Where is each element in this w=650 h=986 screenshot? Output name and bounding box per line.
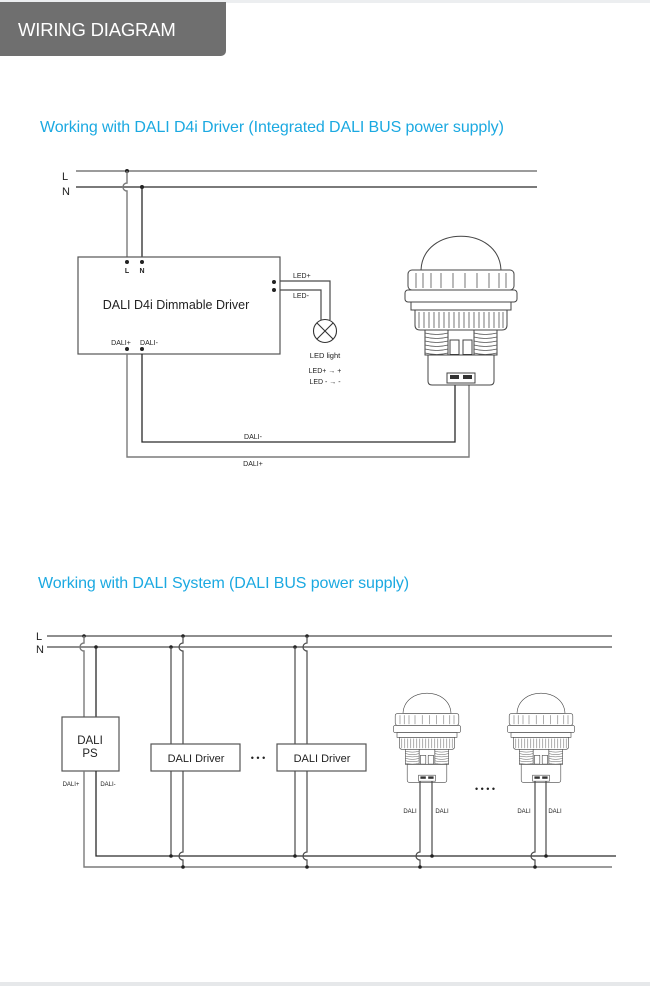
led-legend-minus: LED - → - (309, 379, 341, 386)
junction-dot (181, 865, 185, 869)
ps-l-wire (79, 636, 85, 717)
dali-driver-2-label: DALI Driver (294, 753, 351, 765)
driver-label: DALI D4i Dimmable Driver (103, 298, 250, 312)
driver-in-l-label: L (125, 268, 130, 275)
driver-l-wire (122, 171, 128, 257)
junction-dot (430, 854, 434, 858)
driver2-l-wire (302, 636, 308, 744)
led-minus-label: LED- (293, 293, 310, 300)
junction-dot (533, 865, 537, 869)
terminal-dot (140, 347, 144, 351)
mains-l-label: L (36, 631, 42, 643)
dali-driver-1-label: DALI Driver (168, 753, 225, 765)
ps-label-line1: DALI (77, 735, 103, 747)
terminal-dot (125, 347, 129, 351)
drivers-ellipsis: • • • (251, 753, 265, 763)
terminal-dot (272, 288, 276, 292)
driver-in-n-label: N (139, 268, 144, 275)
sensor2-wire-label-b: DALI (548, 809, 562, 815)
page-title: WIRING DIAGRAM (18, 19, 176, 40)
sensor-icon (507, 692, 575, 783)
terminal-dot (272, 280, 276, 284)
terminal-dot (125, 260, 129, 264)
dali-ps-box (61, 716, 120, 772)
junction-dot (169, 854, 173, 858)
diagram2-title: Working with DALI System (DALI BUS power… (38, 575, 410, 592)
junction-dot (544, 854, 548, 858)
dali-driver-1-box (150, 743, 241, 772)
dali-plus-wire (126, 354, 470, 458)
driver1-dali-wire-b (178, 771, 184, 867)
mains-l-label: L (62, 171, 68, 183)
d4i-driver-box (77, 256, 281, 355)
ps-label-line2: PS (82, 748, 98, 760)
sensor2-dali-wire-a (530, 781, 536, 867)
sensor1-wire-label-a: DALI (403, 809, 417, 815)
led-minus-wire (280, 289, 322, 320)
bus-dali-minus-line (95, 771, 616, 857)
led-legend-plus: LED+ → + (309, 368, 342, 375)
junction-dot (418, 865, 422, 869)
led-plus-label: LED+ (293, 273, 311, 280)
driver-dali-minus-label: DALI- (140, 340, 159, 347)
mains-n-label: N (36, 644, 44, 656)
bus-dali-plus-label: DALI+ (243, 461, 263, 468)
sensor-icon (404, 235, 518, 386)
terminal-dot (140, 260, 144, 264)
led-light-label: LED light (310, 351, 341, 360)
bus-dali-plus-line (83, 771, 612, 868)
driver-dali-plus-label: DALI+ (111, 340, 131, 347)
dali-driver-2-box (276, 743, 367, 772)
ps-dali-minus-label: DALI- (100, 782, 115, 788)
mains-n-label: N (62, 186, 70, 198)
sensor1-dali-wire-a (415, 781, 421, 867)
junction-dot (293, 854, 297, 858)
diagram1: L N L N DALI D4i Dimmable Driver DALI+ D… (62, 169, 537, 468)
header-tab: WIRING DIAGRAM (0, 2, 226, 56)
sensors-ellipsis: • • • • (475, 784, 495, 794)
bus-dali-minus-label: DALI- (244, 434, 263, 441)
ps-dali-plus-label: DALI+ (63, 782, 80, 788)
diagram1-title: Working with DALI D4i Driver (Integrated… (40, 119, 504, 136)
driver1-l-wire (178, 636, 184, 744)
sensor-icon (393, 692, 461, 783)
led-light-icon (312, 318, 338, 344)
sensor1-wire-label-b: DALI (435, 809, 449, 815)
diagram2: L N DALI PS DALI+ DALI- DALI Driver • • … (36, 631, 616, 869)
bottom-border (0, 982, 650, 986)
top-border (0, 0, 650, 3)
driver2-dali-wire-b (302, 771, 308, 867)
dali-minus-wire (141, 354, 456, 443)
led-plus-wire (280, 280, 331, 320)
junction-dot (305, 865, 309, 869)
sensor2-wire-label-a: DALI (517, 809, 531, 815)
